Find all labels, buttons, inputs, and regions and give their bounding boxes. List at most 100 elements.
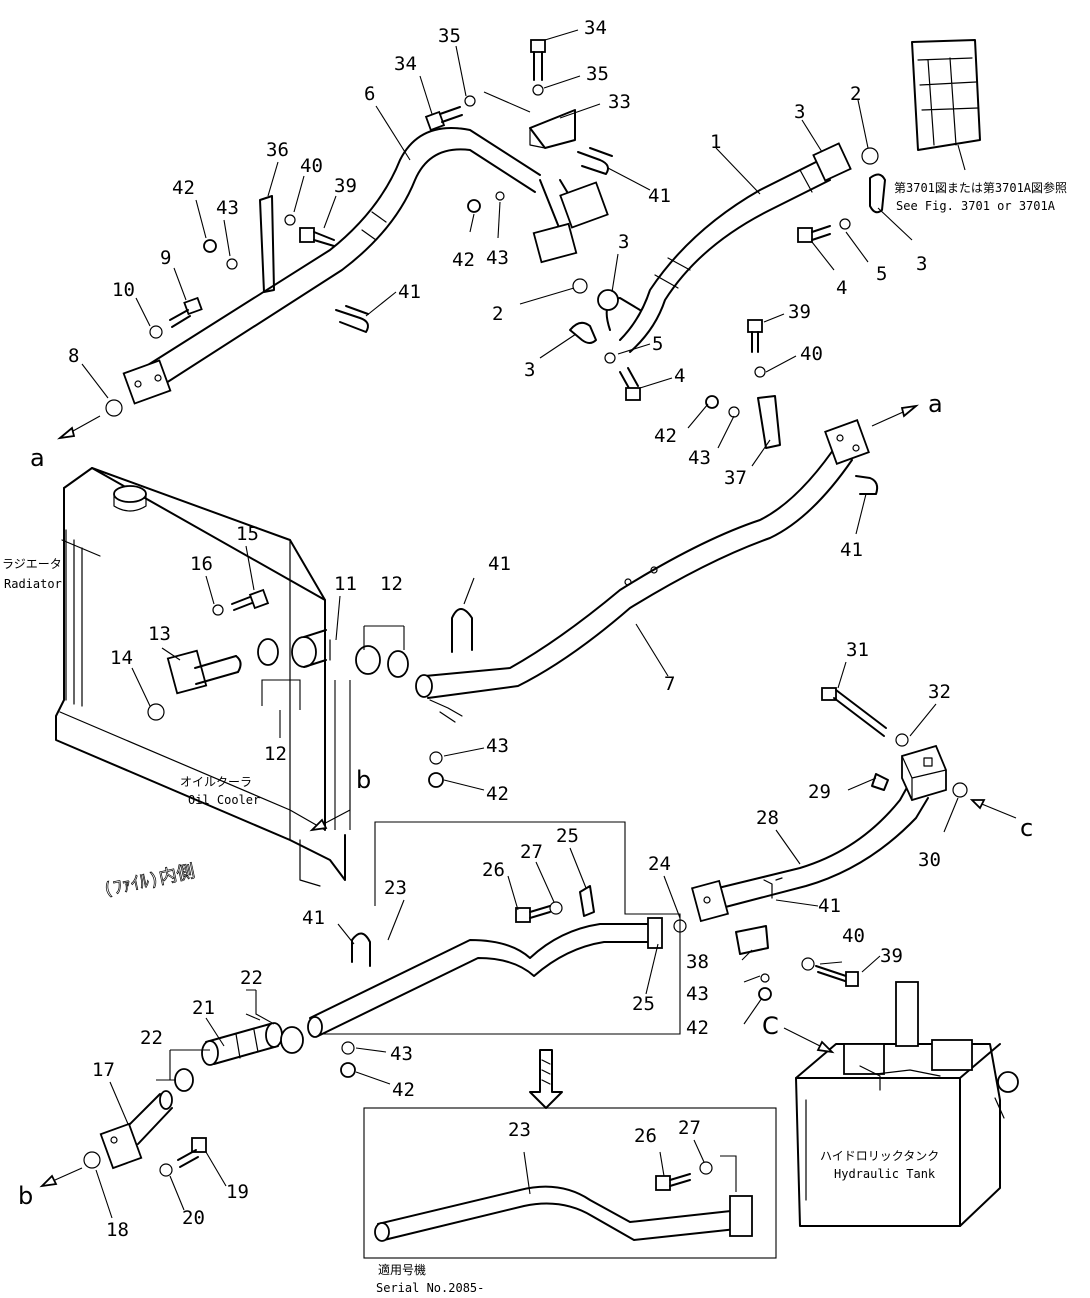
letter-C-tank: C [762, 1012, 779, 1040]
callout-41: 41 [302, 907, 325, 929]
pipe-17 [99, 1090, 173, 1170]
callout-37: 37 [724, 467, 747, 489]
flange-13 [166, 649, 242, 695]
clamp-3-right [869, 173, 886, 214]
callout-8: 8 [68, 345, 79, 367]
pipe-28 [690, 781, 929, 923]
washer-10 [149, 325, 163, 339]
callout-3: 3 [618, 231, 629, 253]
washer-43-left [226, 258, 238, 270]
u-bolt-41-upper [577, 147, 613, 175]
arrow-b-lower-icon [39, 1167, 83, 1188]
hose-1 [597, 142, 852, 353]
callout-35: 35 [586, 63, 609, 85]
bracket-36 [259, 195, 275, 293]
washer-5-mid [604, 352, 616, 364]
callout-43: 43 [216, 197, 239, 219]
serial-label-en: Serial No.2085- [376, 1281, 484, 1295]
bolt-39-mid [747, 319, 763, 353]
tank-label-en: Hydraulic Tank [834, 1167, 936, 1181]
callout-40: 40 [300, 155, 323, 177]
bolt-26 [515, 905, 551, 923]
serial-label-jp: 適用号機 [378, 1262, 426, 1277]
arrow-c-icon [969, 799, 1017, 819]
pipe-11 [291, 629, 331, 668]
bolt-4-mid [619, 367, 641, 401]
bolt-34-top [530, 39, 546, 81]
letter-a-right: a [928, 390, 943, 418]
callout-38: 38 [686, 951, 709, 973]
callout-26: 26 [482, 859, 505, 881]
callout-42: 42 [452, 249, 475, 271]
callout-10: 10 [112, 279, 135, 301]
radiator [55, 467, 346, 887]
callout-14: 14 [110, 647, 133, 669]
callout-36: 36 [266, 139, 289, 161]
pipe-7 [424, 419, 870, 699]
callout-22: 22 [240, 967, 263, 989]
callout-39: 39 [788, 301, 811, 323]
callout-41: 41 [840, 539, 863, 561]
o-ring-8 [105, 399, 123, 417]
callout-6: 6 [364, 83, 375, 105]
o-ring-30 [952, 782, 968, 798]
callout-41: 41 [398, 281, 421, 303]
nut-42-pipe23 [340, 1062, 356, 1078]
o-ring-2-mid [572, 278, 588, 294]
letter-c: c [1020, 814, 1033, 842]
washer-40-mid [754, 366, 766, 378]
washer-43-upper [495, 191, 505, 201]
callout-25: 25 [632, 993, 655, 1015]
washer-43-mid [728, 406, 740, 418]
callout-3: 3 [794, 101, 805, 123]
callout-41: 41 [818, 895, 841, 917]
callout-5: 5 [652, 333, 663, 355]
nut-42-mid [705, 395, 719, 409]
clamp-3-mid [569, 321, 597, 344]
oilcooler-label-jp: オイルクーラ [180, 775, 252, 789]
callout-23: 23 [508, 1119, 531, 1141]
plug-29 [871, 773, 889, 791]
nut-42-left [203, 239, 217, 253]
bolt-9 [169, 296, 203, 328]
leader-lines [81, 29, 959, 1219]
block-29 [901, 744, 947, 802]
callout-27: 27 [520, 841, 543, 863]
callout-39: 39 [334, 175, 357, 197]
arrow-b-upper-icon [309, 790, 351, 832]
callout-25: 25 [556, 825, 579, 847]
callout-21: 21 [192, 997, 215, 1019]
hose-21 [201, 1022, 283, 1066]
clamp-22-left [174, 1068, 194, 1092]
clamp-25 [579, 885, 595, 917]
callout-34: 34 [394, 53, 417, 75]
washer-40-lower [801, 957, 815, 971]
clamp-22-right [280, 1026, 304, 1054]
callout-23: 23 [384, 877, 407, 899]
clip-pipe7 [429, 699, 463, 723]
callout-17: 17 [92, 1059, 115, 1081]
callout-43: 43 [390, 1043, 413, 1065]
pipe-6 [122, 127, 541, 405]
letter-b-lower: b [18, 1182, 33, 1210]
callout-9: 9 [160, 247, 171, 269]
hose-clamps-12-left [257, 638, 279, 666]
bolt-19 [177, 1137, 207, 1168]
callout-12: 12 [380, 573, 403, 595]
nut-42-lower [758, 987, 772, 1001]
callout-1: 1 [710, 131, 721, 153]
ref-note-en: See Fig. 3701 or 3701A [896, 199, 1056, 213]
callout-29: 29 [808, 781, 831, 803]
bolt-31 [821, 687, 887, 737]
washer-35-left [464, 95, 476, 107]
annotations: 第3701図または第3701A図参照 See Fig. 3701 or 3701… [2, 180, 1067, 1295]
arrow-a-left-icon [56, 415, 101, 440]
u-bolt-41-pipe23 [351, 932, 371, 967]
callout-42: 42 [686, 1017, 709, 1039]
callout-26: 26 [634, 1125, 657, 1147]
u-bolt-41-pipe7 [451, 608, 473, 653]
callout-30: 30 [918, 849, 941, 871]
o-ring-14 [147, 703, 165, 721]
elbow-block [532, 179, 609, 264]
